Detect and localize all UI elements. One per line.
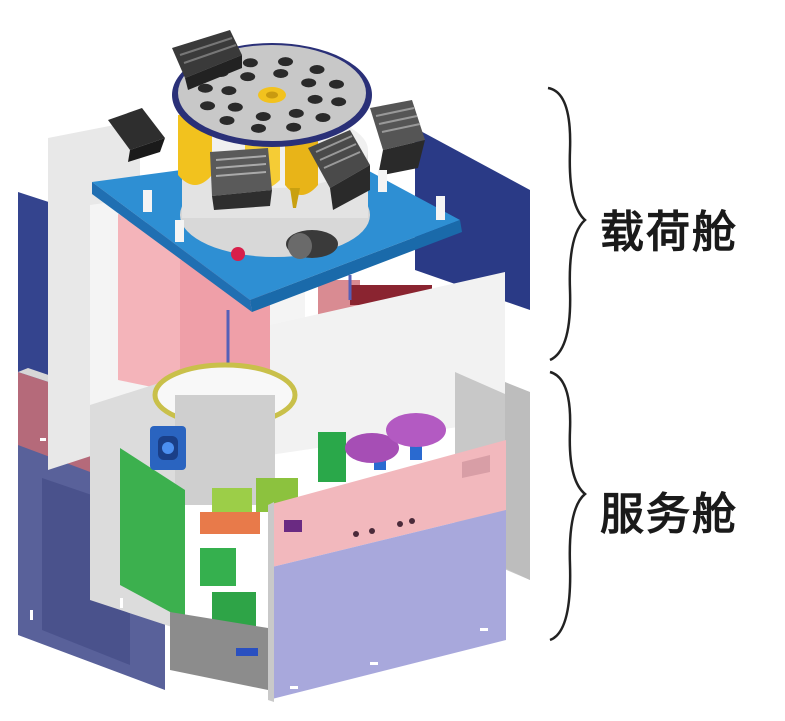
disk-hole [219, 115, 235, 125]
purple-port [284, 520, 302, 532]
panel-dot-2 [369, 528, 375, 534]
antenna-dish-1 [345, 433, 399, 463]
green-box-low-1 [200, 548, 236, 586]
service-module-label: 服务舱 [600, 489, 738, 540]
disk-hole [331, 97, 347, 107]
service-front-panel-edge [268, 502, 274, 702]
service-back-panel-2 [505, 382, 530, 580]
top-deck-front-edge [250, 220, 462, 312]
disk-hole [307, 94, 323, 104]
upper-front-panel [270, 272, 505, 455]
service-front-panel-lavender [268, 510, 506, 700]
disk-holes [197, 57, 347, 133]
disk-hole [301, 78, 317, 88]
disk-hole [328, 79, 344, 89]
green-board-right [318, 432, 346, 482]
disk-hole [255, 112, 271, 122]
disk-hole [309, 65, 325, 75]
camera-box-front-right [308, 130, 370, 210]
disk-hole [286, 122, 302, 132]
deck-post-3 [436, 196, 445, 220]
disk-hole [315, 113, 331, 123]
camera-box-top [172, 30, 242, 90]
panel-dot-1 [353, 531, 359, 537]
deck-red-knob [231, 247, 245, 261]
camera-box-front [210, 148, 272, 210]
brace-service-icon [549, 370, 587, 642]
disk-center-hole [266, 91, 278, 99]
disk-hole [250, 123, 266, 133]
deck-post-4 [378, 170, 387, 192]
brace-payload-icon [547, 86, 587, 362]
deck-post-2 [175, 220, 184, 242]
disk-hole [200, 101, 216, 111]
camera-box-left [108, 108, 165, 162]
antenna-dish-2 [386, 413, 446, 447]
service-bottom-base [170, 612, 268, 690]
service-front-panel-pink [268, 440, 506, 568]
green-board-left [120, 448, 185, 620]
disk-hole [242, 58, 258, 68]
left-panel-slot-3 [30, 610, 33, 620]
disk-hole [240, 72, 256, 82]
pink-vent [462, 455, 490, 478]
payload-module-label: 载荷舱 [600, 207, 738, 258]
disk-hole [278, 57, 294, 67]
disk-hole [227, 102, 243, 112]
panel-slot-2 [480, 628, 488, 631]
base-blue-tab [236, 648, 258, 656]
disk-hole [288, 108, 304, 118]
blue-sensor-lens [162, 442, 174, 454]
right-upper-panel [415, 128, 530, 310]
disk-hole [221, 86, 237, 96]
panel-dot-4 [409, 518, 415, 524]
left-panel-slot-1 [40, 438, 46, 441]
orange-tab [200, 512, 260, 534]
disk-hole [197, 83, 213, 93]
disk-hole [273, 68, 289, 78]
deck-dark-cylinder-face [288, 233, 312, 259]
panel-slot-1 [290, 686, 298, 689]
panel-slot-3 [370, 662, 378, 665]
left-panel-slot-2 [120, 598, 123, 608]
top-deck-left-edge [92, 182, 252, 312]
panel-dot-3 [397, 521, 403, 527]
camera-box-right [370, 100, 425, 176]
deck-post-1 [143, 190, 152, 212]
gold-nozzle [290, 188, 300, 208]
